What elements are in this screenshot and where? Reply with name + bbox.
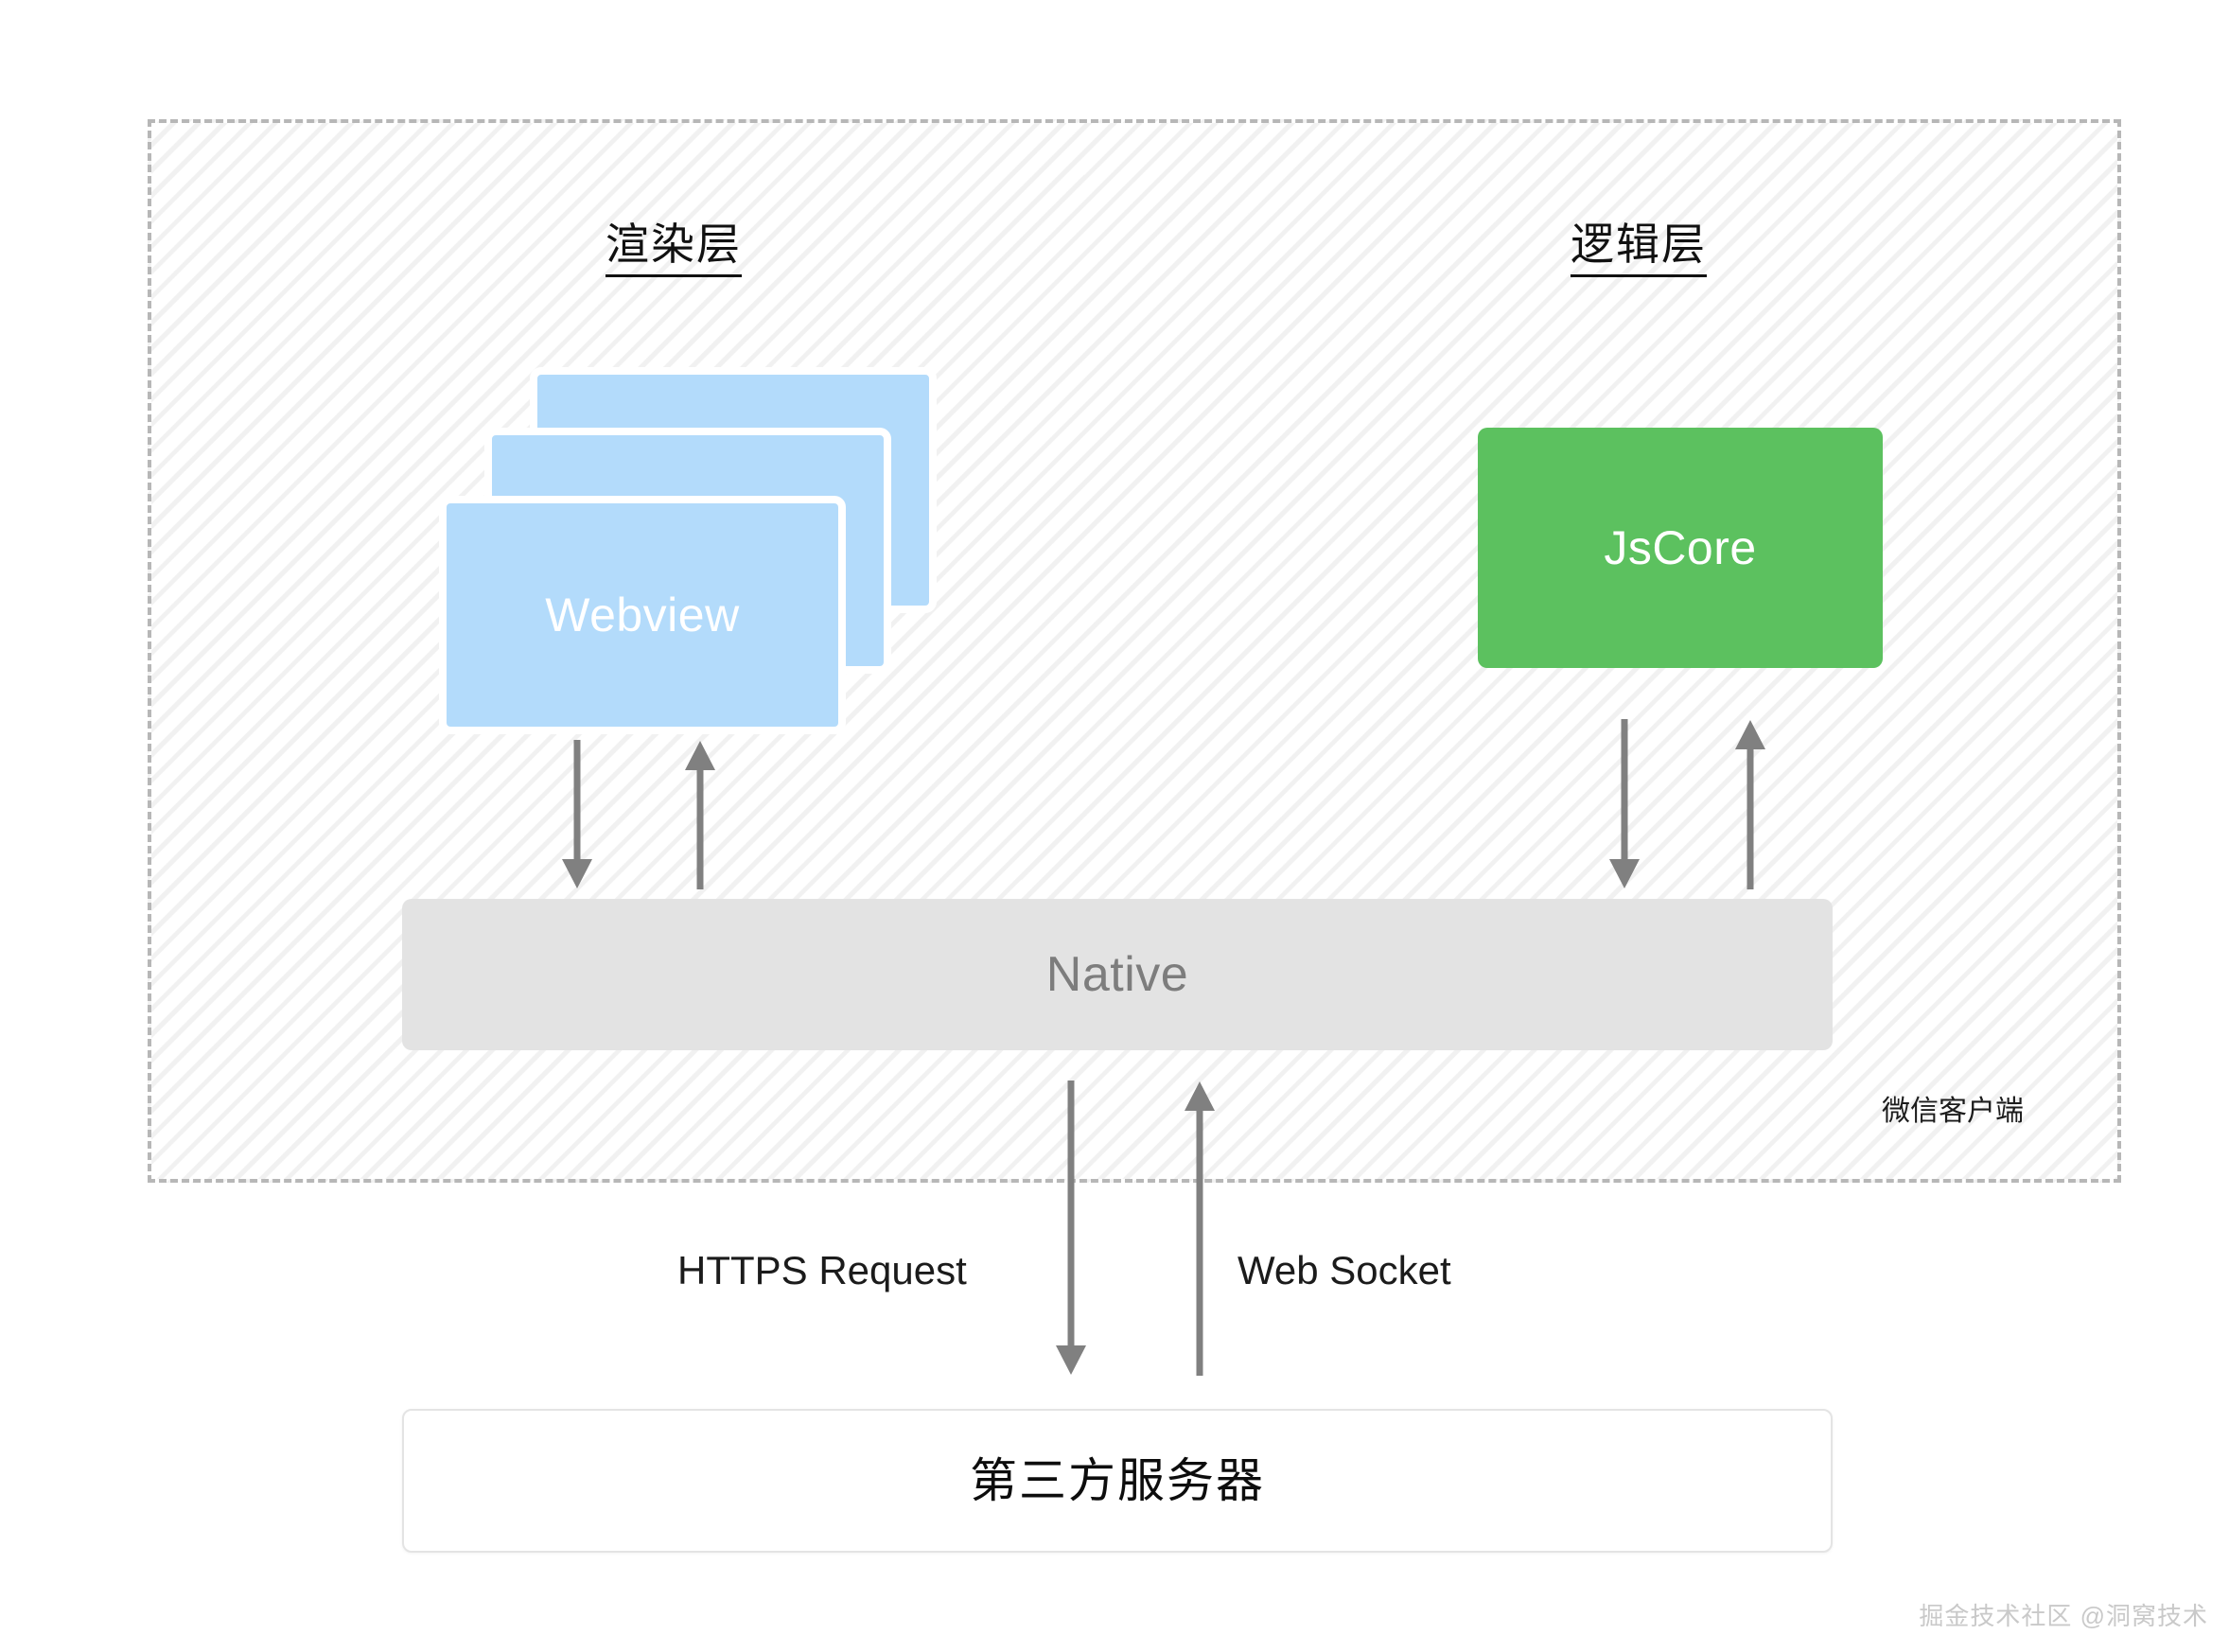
- native-label: Native: [1045, 947, 1189, 1002]
- third-party-server-node: 第三方服务器: [402, 1409, 1833, 1553]
- https-request-label: HTTPS Request: [677, 1248, 967, 1292]
- arrow-server-to-native-icon: [1181, 1081, 1219, 1376]
- render-layer-title: 渲染层: [606, 220, 742, 277]
- webview-card-front: Webview: [439, 496, 846, 734]
- jscore-node: JsCore: [1478, 428, 1883, 668]
- logic-layer-title: 逻辑层: [1571, 220, 1707, 277]
- wechat-client-caption: 微信客户端: [1882, 1096, 2024, 1127]
- web-socket-label: Web Socket: [1237, 1248, 1451, 1292]
- arrow-jscore-to-native-icon: [1606, 719, 1643, 889]
- arrow-webview-to-native-icon: [558, 740, 596, 889]
- webview-label: Webview: [545, 589, 740, 641]
- third-party-server-label: 第三方服务器: [970, 1454, 1265, 1507]
- arrow-native-to-jscore-icon: [1731, 719, 1769, 889]
- arrow-native-to-webview-icon: [681, 740, 719, 889]
- arrow-native-to-server-icon: [1052, 1081, 1090, 1376]
- watermark: 掘金技术社区 @洞窝技术: [1919, 1601, 2208, 1630]
- native-node: Native: [402, 899, 1833, 1050]
- jscore-label: JsCore: [1604, 521, 1757, 574]
